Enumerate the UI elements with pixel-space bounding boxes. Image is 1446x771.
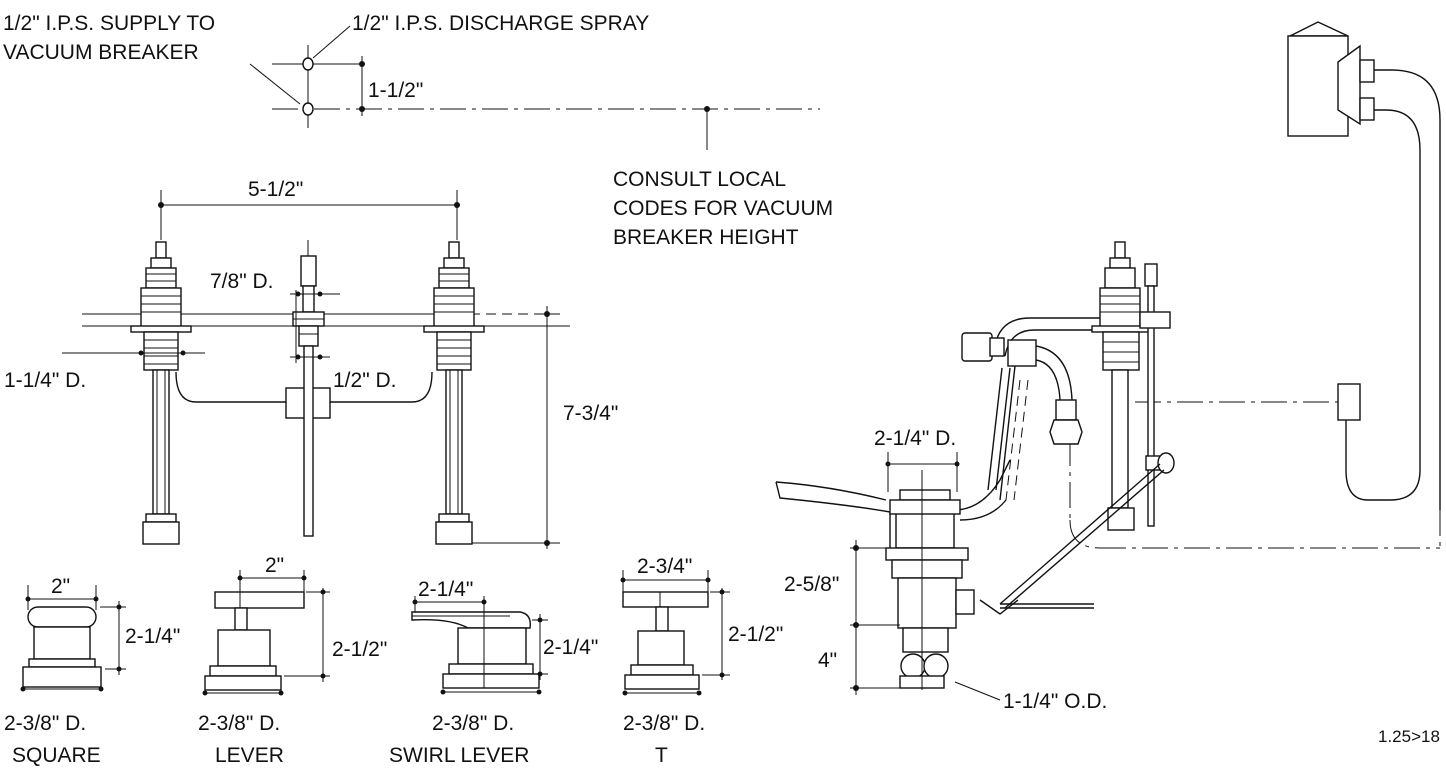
vacuum-breaker: [1287, 21, 1375, 137]
consult-note-line2: CODES FOR VACUUM: [613, 197, 833, 220]
handle-swirl-lever: [411, 596, 548, 695]
dim-7-3-4: 7-3/4": [563, 402, 618, 425]
handle-lever: [202, 570, 330, 696]
dim-1-2-d: 1/2" D.: [333, 369, 396, 392]
consult-note-line3: BREAKER HEIGHT: [613, 226, 799, 249]
t-width: 2-3/4": [637, 555, 692, 578]
dim-2-5-8: 2-5/8": [784, 573, 839, 596]
side-elevation: [775, 21, 1441, 701]
faucet-elevation: [62, 190, 570, 549]
square-base: 2-3/8" D.: [4, 712, 86, 735]
supply-discharge-detail: [249, 25, 820, 150]
right-valve: [423, 241, 485, 545]
t-name: T: [655, 744, 668, 767]
swirl-height: 2-1/4": [543, 636, 598, 659]
t-height: 2-1/2": [728, 623, 783, 646]
handle-t: [620, 570, 730, 696]
dim-1-1-4-od: 1-1/4" O.D.: [1003, 690, 1107, 713]
lever-name: LEVER: [215, 744, 284, 767]
lever-width: 2": [265, 554, 284, 577]
discharge-label: 1/2" I.P.S. DISCHARGE SPRAY: [352, 12, 649, 35]
dim-4: 4": [818, 649, 837, 672]
square-height: 2-1/4": [125, 625, 180, 648]
t-base: 2-3/8" D.: [623, 712, 705, 735]
swirl-base: 2-3/8" D.: [432, 712, 514, 735]
dim-1-1-2: 1-1/2": [368, 79, 423, 102]
lever-base: 2-3/8" D.: [198, 712, 280, 735]
dim-7-8-d: 7/8" D.: [210, 270, 273, 293]
supply-label-line2: VACUUM BREAKER: [3, 41, 199, 64]
dim-5-1-2: 5-1/2": [248, 178, 303, 201]
lever-height: 2-1/2": [332, 638, 387, 661]
swirl-name: SWIRL LEVER: [389, 744, 529, 767]
dim-1-1-4-d: 1-1/4" D.: [4, 369, 86, 392]
square-width: 2": [51, 575, 70, 598]
square-name: SQUARE: [12, 744, 101, 767]
left-valve: [130, 241, 192, 545]
reference-code: 1.25>18: [1378, 727, 1440, 746]
consult-note-line1: CONSULT LOCAL: [613, 168, 786, 191]
dim-2-1-4-d: 2-1/4" D.: [874, 427, 956, 450]
swirl-width: 2-1/4": [418, 578, 473, 601]
handle-square: [20, 585, 126, 692]
center-spout: [292, 240, 325, 537]
supply-label-line1: 1/2" I.P.S. SUPPLY TO: [3, 12, 215, 35]
